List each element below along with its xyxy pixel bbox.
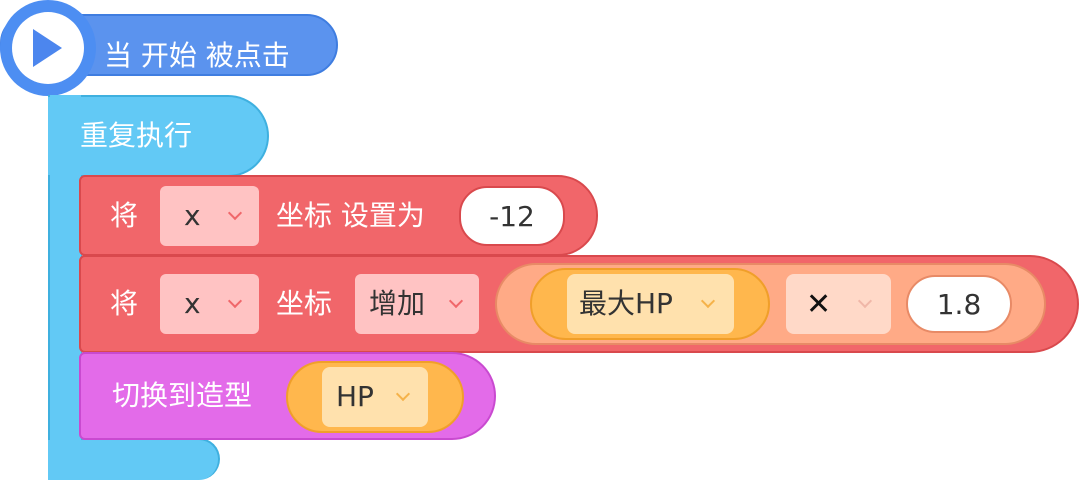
change-prefix: 将 — [110, 287, 139, 320]
operand-input[interactable]: 1.8 — [906, 275, 1012, 333]
change-axis-dropdown[interactable]: x — [160, 274, 259, 334]
hat-label: 当 开始 被点击 — [104, 39, 290, 72]
set-mid-label: 坐标 设置为 — [276, 199, 425, 232]
operator-symbol: ✕ — [806, 287, 832, 322]
variable-dropdown[interactable]: 最大HP — [567, 274, 734, 334]
change-mode-value: 增加 — [369, 287, 426, 320]
operator-dropdown[interactable]: ✕ — [786, 274, 891, 334]
set-value-input[interactable]: -12 — [459, 186, 565, 246]
chevron-down-icon — [395, 386, 411, 402]
set-axis-dropdown[interactable]: x — [160, 186, 259, 246]
costume-dropdown[interactable]: HP — [322, 367, 428, 427]
chevron-down-icon — [227, 293, 243, 309]
chevron-down-icon — [700, 293, 716, 309]
forever-block[interactable] — [48, 95, 269, 177]
set-axis-value: x — [184, 199, 201, 232]
costume-name: HP — [336, 380, 374, 413]
chevron-down-icon — [227, 205, 243, 221]
change-axis-value: x — [184, 287, 201, 320]
chevron-down-icon — [448, 293, 464, 309]
set-prefix: 将 — [110, 199, 139, 232]
change-mid-label: 坐标 — [276, 287, 333, 320]
chevron-down-icon — [857, 293, 873, 309]
forever-arm-fill — [50, 95, 81, 480]
costume-label: 切换到造型 — [112, 379, 253, 412]
forever-label: 重复执行 — [80, 119, 193, 152]
variable-name: 最大HP — [579, 287, 673, 320]
change-mode-dropdown[interactable]: 增加 — [355, 274, 479, 334]
play-icon — [33, 29, 62, 67]
